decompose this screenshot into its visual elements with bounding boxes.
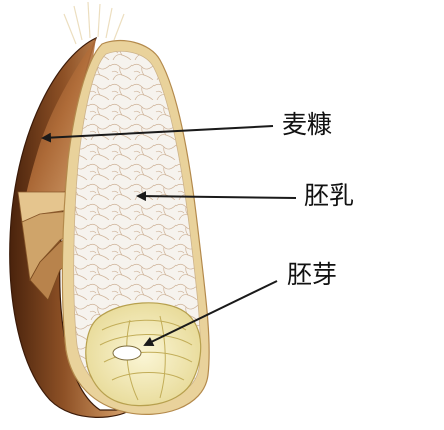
label-endosperm: 胚乳: [304, 181, 355, 210]
kernel-hairs: [63, 1, 125, 45]
label-germ: 胚芽: [287, 260, 338, 289]
germ-embryo-spot: [112, 345, 142, 361]
arrow-germ: [143, 280, 278, 347]
germ-body: [85, 302, 202, 407]
arrow-bran: [41, 125, 274, 143]
label-bran: 麦糠: [282, 110, 333, 139]
arrow-endosperm: [136, 191, 297, 202]
